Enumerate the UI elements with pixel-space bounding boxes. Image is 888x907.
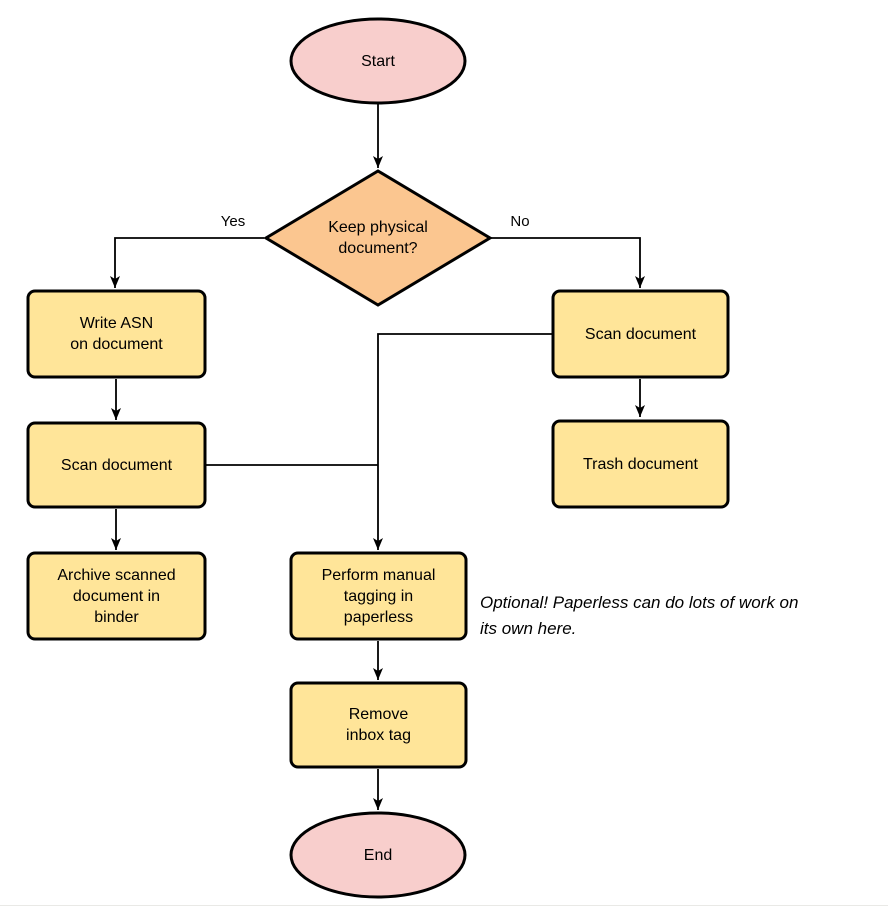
node-scan-right-shape (551, 289, 730, 379)
node-write-asn-shape (26, 289, 207, 379)
node-remove-inbox-shape (289, 681, 468, 769)
edge-decision-no (491, 237, 645, 288)
node-start-shape (289, 17, 467, 105)
bottom-divider (0, 905, 888, 906)
node-tagging-shape (289, 551, 468, 641)
edge-decision-yes (110, 237, 264, 288)
node-end-shape (289, 811, 467, 899)
shape-layer (26, 17, 730, 899)
edge-layer (110, 104, 645, 810)
node-archive-shape (26, 551, 207, 641)
optional-annotation: Optional! Paperless can do lots of work … (480, 593, 799, 638)
node-trash-shape (551, 419, 730, 509)
node-scan-left-shape (26, 421, 207, 509)
node-decision-shape (263, 169, 493, 307)
edge-scanright-tagging (373, 333, 553, 550)
